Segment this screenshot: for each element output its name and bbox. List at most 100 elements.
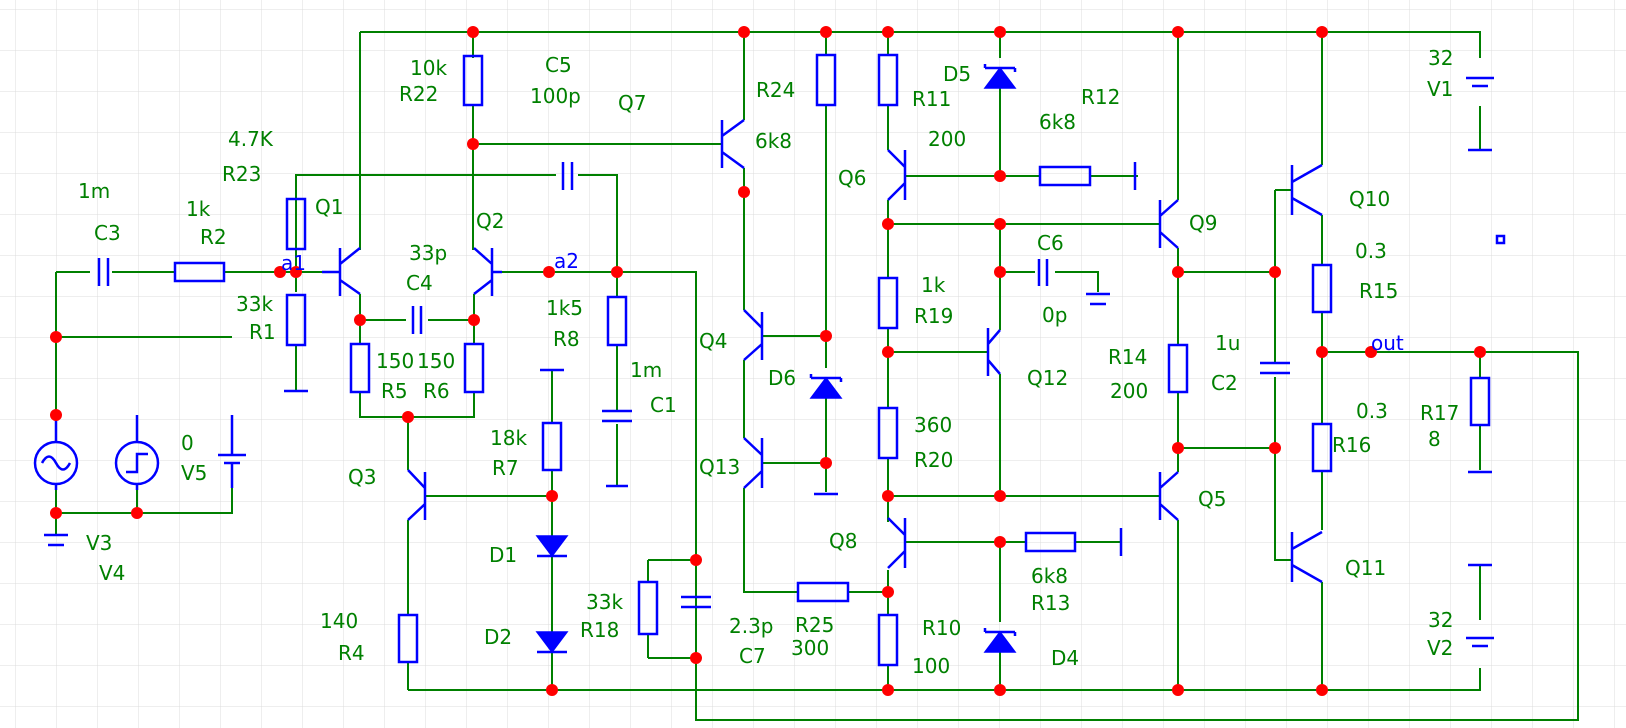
resistor-R4 bbox=[397, 613, 419, 664]
label-C3-value: 1m bbox=[78, 179, 110, 203]
resistor-R6 bbox=[463, 342, 485, 394]
label-R20-name: R20 bbox=[914, 448, 953, 472]
label-R1-name: R1 bbox=[249, 320, 276, 344]
label-R16-name: R16 bbox=[1332, 433, 1371, 457]
label-R8-value: 1k5 bbox=[546, 296, 583, 320]
label-R13-value: 6k8 bbox=[1031, 564, 1068, 588]
resistor-R23 bbox=[285, 197, 307, 251]
label-Q4-name: Q4 bbox=[699, 329, 727, 353]
resistor-R25 bbox=[796, 581, 850, 603]
transistor-Q10 bbox=[1290, 163, 1323, 217]
label-Q3-name: Q3 bbox=[348, 465, 376, 489]
label-C7-name: C7 bbox=[739, 644, 766, 668]
label-C4-name: C4 bbox=[406, 271, 433, 295]
resistor-R17 bbox=[1469, 376, 1491, 427]
label-V2-name: V2 bbox=[1427, 636, 1453, 660]
transistor-Q3 bbox=[407, 469, 427, 521]
transistor-Q2 bbox=[473, 247, 502, 296]
resistor-R20 bbox=[877, 406, 899, 460]
label-R22-value: 10k bbox=[410, 56, 447, 80]
capacitor-C7 bbox=[681, 595, 711, 609]
label-Q6-value: 200 bbox=[928, 127, 966, 151]
label-R7-name: R7 bbox=[492, 456, 519, 480]
label-R19-value: 1k bbox=[921, 273, 946, 297]
capacitor-C4 bbox=[411, 306, 423, 334]
resistor-R2 bbox=[173, 261, 226, 283]
label-V1-name: V1 bbox=[1427, 77, 1453, 101]
label-R22-name: R22 bbox=[399, 82, 438, 106]
resistor-R11 bbox=[877, 53, 899, 107]
resistor-R22 bbox=[462, 54, 484, 107]
label-R10-name: R10 bbox=[922, 616, 961, 640]
net-label-a2: a2 bbox=[554, 249, 579, 273]
label-Q10-name: Q10 bbox=[1349, 187, 1390, 211]
zener-D6 bbox=[809, 374, 843, 399]
battery-V2 bbox=[1466, 563, 1494, 648]
resistor-R12 bbox=[1038, 165, 1092, 187]
capacitor-C1 bbox=[602, 409, 632, 423]
label-Q1-name: Q1 bbox=[315, 195, 343, 219]
label-R14-name: R14 bbox=[1108, 345, 1147, 369]
junctions bbox=[50, 26, 1486, 696]
label-C7-value: 2.3p bbox=[729, 614, 774, 638]
ground-symbol bbox=[44, 533, 68, 547]
label-R4-name: R4 bbox=[338, 641, 365, 665]
resistor-R19 bbox=[877, 276, 899, 330]
resistor-R15 bbox=[1311, 263, 1333, 314]
resistor-R8 bbox=[606, 295, 628, 347]
label-R24-value: 6k8 bbox=[755, 129, 792, 153]
transistor-Q4 bbox=[743, 309, 764, 361]
label-R18-name: R18 bbox=[580, 618, 619, 642]
label-R19-name: R19 bbox=[914, 304, 953, 328]
transistor-Q7 bbox=[720, 118, 745, 170]
label-R5-name: R5 bbox=[381, 379, 408, 403]
label-R15-name: R15 bbox=[1359, 279, 1398, 303]
label-R12-name: R12 bbox=[1081, 85, 1120, 109]
resistor-R1 bbox=[285, 293, 307, 347]
battery-V5 bbox=[218, 415, 246, 488]
components bbox=[33, 53, 1506, 667]
diode-D2 bbox=[535, 631, 569, 654]
wires bbox=[55, 31, 1579, 721]
transistor-Q9 bbox=[1158, 199, 1179, 249]
label-V4-name: V4 bbox=[99, 561, 125, 585]
label-D4-name: D4 bbox=[1051, 646, 1079, 670]
label-R1-value: 33k bbox=[236, 292, 273, 316]
label-R14-value: 200 bbox=[1110, 379, 1148, 403]
label-C4-value: 33p bbox=[409, 241, 447, 265]
label-R12-value: 6k8 bbox=[1039, 110, 1076, 134]
label-D1-name: D1 bbox=[489, 543, 517, 567]
label-C2-name: C2 bbox=[1211, 371, 1238, 395]
label-C1-value: 1m bbox=[630, 358, 662, 382]
label-V5-name: V5 bbox=[181, 461, 207, 485]
label-Q13-name: Q13 bbox=[699, 455, 740, 479]
label-Q2-name: Q2 bbox=[476, 209, 504, 233]
zener-D5 bbox=[983, 64, 1017, 89]
transistor-Q1 bbox=[322, 247, 361, 296]
label-R25-value: 300 bbox=[791, 636, 829, 660]
transistor-Q8 bbox=[887, 517, 907, 569]
label-R17-name: R17 bbox=[1420, 401, 1459, 425]
step-source-V4 bbox=[114, 415, 160, 490]
resistor-R14 bbox=[1167, 343, 1189, 394]
label-V5-value: 0 bbox=[181, 431, 194, 455]
label-R5-value: 150 bbox=[376, 349, 414, 373]
label-Q6-name: Q6 bbox=[838, 166, 866, 190]
label-C3-name: C3 bbox=[94, 221, 121, 245]
capacitor-C2 bbox=[1260, 361, 1290, 375]
label-C5-value: 100p bbox=[530, 84, 581, 108]
label-R13-name: R13 bbox=[1031, 591, 1070, 615]
label-R11-name: R11 bbox=[912, 87, 951, 111]
component-labels: 1m C3 1k R2 4.7K R23 10k R22 C5 100p Q7 … bbox=[78, 46, 1459, 678]
label-R6-name: R6 bbox=[423, 379, 450, 403]
label-R6-value: 150 bbox=[417, 349, 455, 373]
label-C1-name: C1 bbox=[650, 393, 677, 417]
capacitor-C3 bbox=[97, 258, 110, 286]
label-R20-value: 360 bbox=[914, 413, 952, 437]
label-Q5-name: Q5 bbox=[1198, 487, 1226, 511]
net-label-a1: a1 bbox=[281, 251, 306, 275]
label-V3-name: V3 bbox=[86, 531, 112, 555]
label-R10-value: 100 bbox=[912, 654, 950, 678]
label-V1-value: 32 bbox=[1428, 46, 1453, 70]
